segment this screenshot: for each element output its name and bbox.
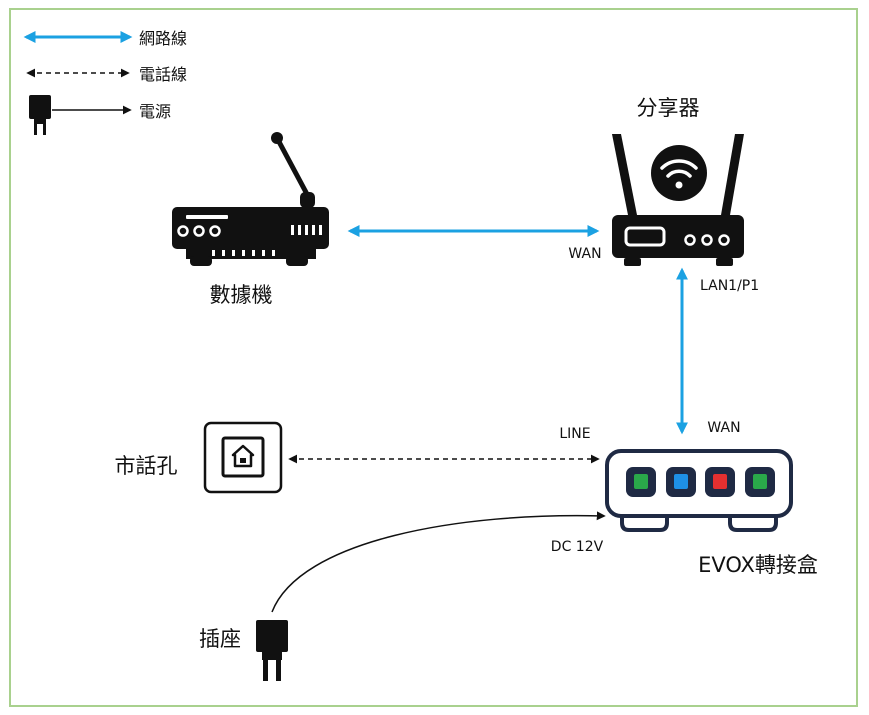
router-label: 分享器 — [637, 96, 700, 120]
outlet-label: 插座 — [199, 627, 241, 651]
evox-line-port-label: LINE — [559, 426, 590, 442]
outlet-plug-icon — [256, 620, 288, 681]
evox-wan-port-label: WAN — [707, 420, 740, 436]
outlet-evox-power-line — [271, 511, 606, 613]
legend-network-label: 網路線 — [139, 29, 187, 48]
diagram-border — [9, 8, 858, 707]
phone-jack-icon — [203, 421, 283, 494]
modem-icon — [172, 132, 329, 266]
evox-dc-port-label: DC 12V — [551, 539, 604, 555]
modem-label: 數據機 — [210, 283, 273, 307]
evox-port-2 — [666, 467, 696, 497]
evox-port-3 — [705, 467, 735, 497]
legend-power-label: 電源 — [139, 102, 171, 121]
evox-port-1 — [626, 467, 656, 497]
router-lan-port-label: LAN1/P1 — [700, 278, 759, 294]
power-plug-icon — [29, 95, 51, 135]
evox-label: EVOX轉接盒 — [698, 553, 818, 577]
phone-jack-label: 市話孔 — [115, 454, 178, 478]
router-wan-port-label: WAN — [568, 246, 601, 262]
wifi-router-icon — [612, 134, 744, 266]
legend-phone-label: 電話線 — [139, 65, 187, 84]
legend: 網路線 電話線 電源 — [23, 29, 187, 135]
evox-port-4 — [745, 467, 775, 497]
evox-box-icon — [605, 449, 793, 532]
